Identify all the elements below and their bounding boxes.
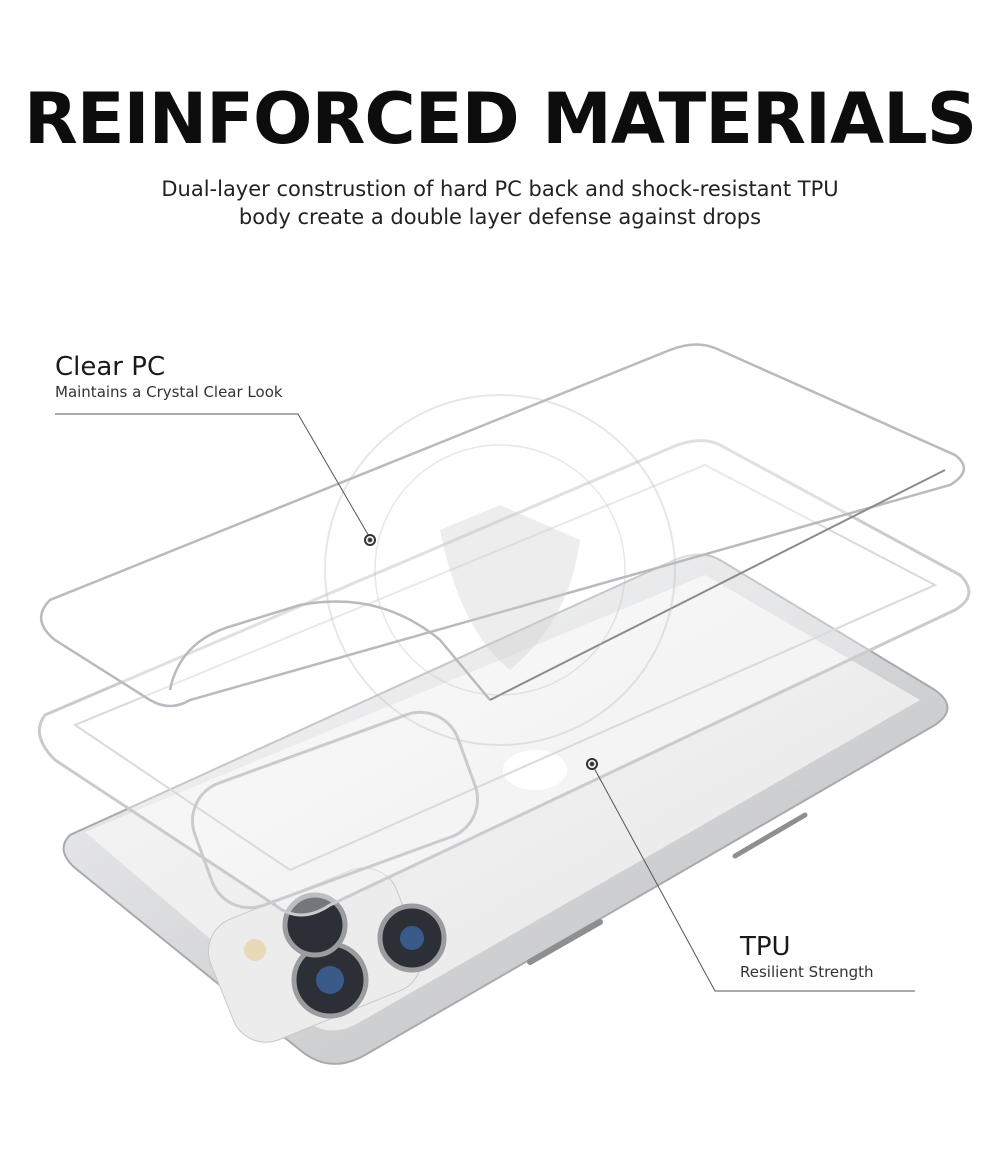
callout-description: Resilient Strength (740, 963, 874, 981)
clear-pc-leader (55, 413, 376, 546)
side-button (527, 919, 603, 965)
callout-tpu: TPU Resilient Strength (740, 932, 874, 982)
page-title: REINFORCED MATERIALS (23, 78, 977, 160)
subtitle: Dual-layer construstion of hard PC back … (0, 175, 1000, 231)
callout-heading: TPU (740, 932, 791, 962)
callout-description: Maintains a Crystal Clear Look (55, 383, 283, 401)
camera-module (207, 867, 447, 1043)
pc-back-shell (40, 343, 965, 708)
tpu-case (37, 439, 971, 917)
callout-clear-pc: Clear PC Maintains a Crystal Clear Look (55, 352, 283, 402)
apple-logo (503, 750, 567, 790)
callout-heading: Clear PC (55, 352, 166, 382)
tpu-leader (586, 758, 915, 992)
phone (62, 553, 949, 1065)
subtitle-line-2: body create a double layer defense again… (238, 205, 762, 229)
subtitle-line-1: Dual-layer construstion of hard PC back … (161, 177, 839, 201)
maxshield-watermark (324, 394, 676, 746)
